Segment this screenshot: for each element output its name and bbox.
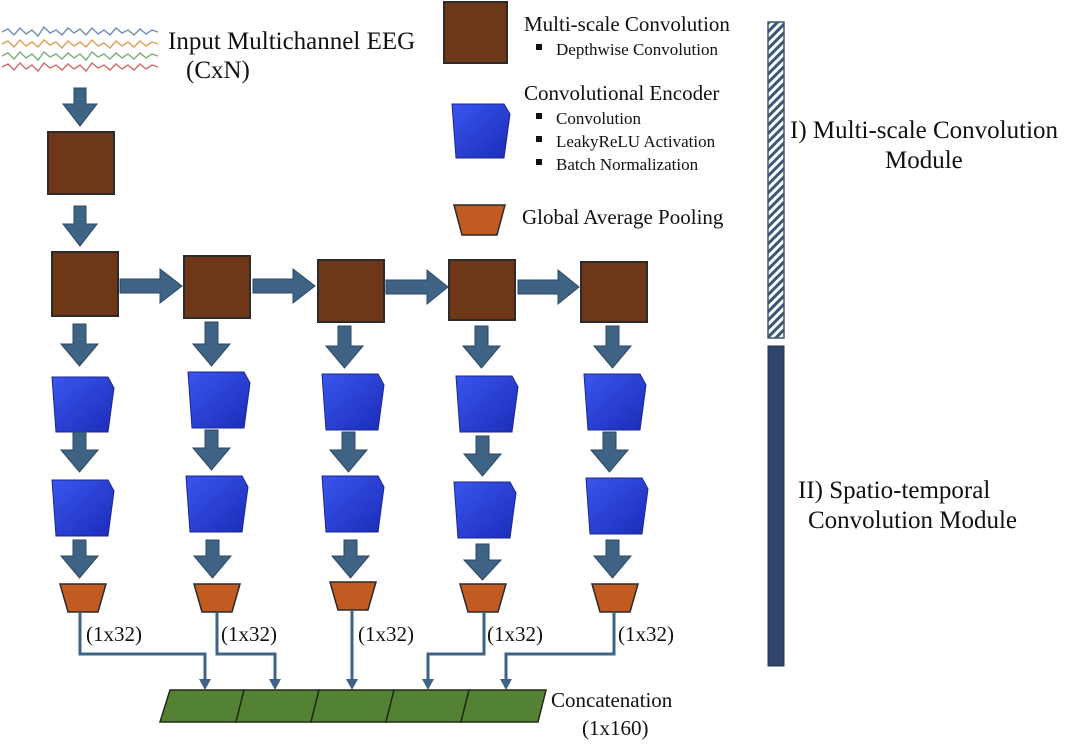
branch-4-output-label: (1x32) [487,622,543,646]
encoder-cube-1a [51,376,115,433]
eeg-signal-icon [1,25,159,73]
multiscale-conv-block-1 [51,251,119,317]
arrow-down-icon [59,431,100,473]
input-title: Input Multichannel EEG [168,28,415,55]
connector-lines [78,610,616,680]
pooling-trapezoid-4 [459,583,507,613]
legend-msc-title: Multi-scale Convolution [524,12,730,36]
module-1-bar [767,21,785,339]
concat-segment-1 [158,689,245,723]
multiscale-conv-block-5 [580,261,648,323]
bullet-icon [536,136,542,142]
legend-enc-title: Convolutional Encoder [524,81,719,105]
concat-segment-2 [235,689,320,723]
module-1-label-line2: Module [885,147,963,174]
concat-segment-5 [460,689,547,723]
encoder-cube-3b [321,475,385,533]
branch-2-output-label: (1x32) [221,622,277,646]
arrow-down-icon [462,543,503,581]
arrow-down-icon [462,435,503,477]
legend-multiscale-icon [443,1,508,64]
multiscale-conv-block-3 [317,259,385,323]
arrow-down-icon [328,431,369,473]
branch-3 [321,325,385,611]
arrow-down-icon [191,321,232,367]
pooling-trapezoid-2 [193,583,241,613]
pooling-trapezoid-5 [591,583,639,613]
legend-enc-item-3: Batch Normalization [556,155,699,174]
multiscale-conv-block-4 [448,259,516,321]
arrow-down-icon [592,325,633,369]
multiscale-conv-block-2 [183,255,251,319]
module-2-bar [767,345,785,667]
branch-4 [453,325,519,613]
pooling-trapezoid-3 [329,581,377,611]
pooling-trapezoid-1 [59,583,107,613]
encoder-cube-2a [187,371,251,429]
arrow-down-icon [59,539,100,579]
arrow-down-icon [592,539,633,579]
concatenation-bar [158,689,547,723]
encoder-cube-4b [453,481,517,539]
connector-arrowheads [199,679,512,690]
legend-enc-item-1: Convolution [556,109,642,128]
module-1-label-line1: I) Multi-scale Convolution [790,117,1059,144]
arrow-initial-down [61,205,99,247]
input-shape: (CxN) [186,57,250,84]
legend-gap-title: Global Average Pooling [522,205,724,229]
bullet-icon [536,159,542,165]
branch-1-output-label: (1x32) [86,622,142,646]
arrow-down-icon [589,431,630,473]
concatenation-label: Concatenation [551,688,673,712]
concatenation-shape: (1x160) [582,716,649,740]
bullet-icon [536,113,542,119]
arrow-down-icon [324,325,365,369]
concat-segment-4 [385,689,470,723]
arrows-horizontal [119,267,580,306]
arrow-down-icon [191,429,232,471]
arrow-input-down [61,87,99,127]
branch-1 [51,323,115,613]
arrow-down-icon [461,325,502,369]
module-2-label-line1: II) Spatio-temporal [798,477,990,504]
legend-encoder-icon [451,103,511,159]
arrow-down-icon [59,323,100,367]
branch-3-output-label: (1x32) [358,622,414,646]
legend-pooling-icon [453,204,506,236]
branch-5 [583,325,649,613]
encoder-cube-5b [585,477,649,535]
legend-msc-item-1: Depthwise Convolution [556,40,718,59]
concat-segment-3 [310,689,395,723]
arrow-down-icon [192,539,233,579]
encoder-cube-5a [583,373,647,431]
bullet-icon [536,44,542,50]
encoder-cube-4a [455,375,519,433]
encoder-cube-3a [321,373,385,431]
encoder-cube-2b [185,475,249,533]
multiscale-conv-block-initial [47,131,115,195]
module-2-label-line2: Convolution Module [808,507,1017,534]
branch-2 [185,321,251,613]
legend-enc-item-2: LeakyReLU Activation [556,132,716,151]
arrow-down-icon [330,539,371,579]
branch-5-output-label: (1x32) [618,622,674,646]
encoder-cube-1b [51,479,115,537]
